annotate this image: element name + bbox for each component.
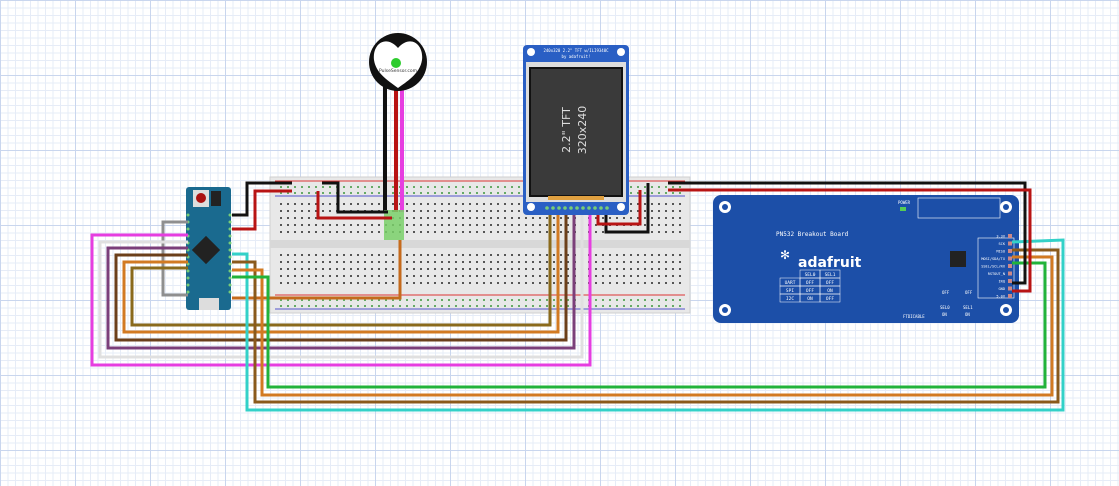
ftdi-label: FTDICABLE	[903, 314, 925, 319]
pn532-title: PN532 Breakout Board	[776, 231, 849, 238]
mode-table-cell: ON	[807, 296, 813, 302]
wire-white[interactable]	[98, 215, 584, 359]
mode-table-cell: UART	[785, 280, 796, 286]
wire-brown[interactable]	[114, 215, 568, 342]
wire-brown-miso[interactable]	[232, 248, 1060, 404]
tft-screen-resolution: 320x240	[576, 106, 589, 155]
wire-red-arduino-5v[interactable]	[232, 189, 292, 231]
wire-green-ssel[interactable]	[232, 261, 1047, 389]
sel1-on: ON	[965, 312, 970, 317]
mode-table-cell: OFF	[826, 280, 834, 286]
pn532-pin-label: 5.0V	[996, 295, 1005, 299]
wire-cyan-sck[interactable]	[232, 238, 1065, 412]
wire-black-pn532-gnd[interactable]	[668, 181, 1027, 285]
pulse-sensor: PulseSensor.com	[369, 33, 427, 240]
wire-red-pn532-5v[interactable]	[668, 188, 1032, 293]
sel0-label: SEL0	[940, 305, 950, 310]
mode-table-cell: I2C	[786, 296, 794, 302]
pn532-pin-label: MISO	[996, 250, 1005, 254]
pn532-pin-label: SSEL/SCL/RX	[981, 265, 1006, 269]
tft-header-title: 240x320 2.2" TFT w/ILI9340C	[543, 48, 609, 53]
sel1-label: SEL1	[963, 305, 973, 310]
wire-black-arduino-gnd[interactable]	[232, 181, 292, 217]
wire-orange-pulse[interactable]	[232, 240, 402, 300]
pn532-pin-label: IRQ	[999, 280, 1006, 284]
tft-screen-size: 2.2" TFT	[560, 107, 573, 153]
sel0-off: OFF	[942, 290, 950, 295]
wire-olive[interactable]	[130, 215, 552, 327]
mode-table-cell: SEL1	[825, 272, 836, 278]
wire-black-bb[interactable]	[322, 181, 388, 214]
wire-orange[interactable]	[122, 215, 560, 334]
arduino-micro	[186, 187, 232, 310]
svg-text:✻: ✻	[780, 248, 790, 262]
sel1-off: OFF	[965, 290, 973, 295]
mode-table-cell: OFF	[806, 280, 814, 286]
wire-orange-mosi[interactable]	[232, 255, 1054, 397]
sel0-on: ON	[942, 312, 947, 317]
wire-red-tft-vin[interactable]	[596, 190, 642, 226]
wire-magenta[interactable]	[90, 215, 592, 367]
tft-display: 240x320 2.2" TFT w/ILI9340C by adafruit!…	[523, 45, 629, 215]
wire-purple[interactable]	[106, 215, 576, 350]
wires	[90, 181, 1065, 412]
pn532-pin-label: MOSI/SDA/TX	[981, 257, 1006, 261]
wire-red-bb[interactable]	[316, 191, 392, 220]
mode-table-cell: SEL0	[805, 272, 816, 278]
adafruit-logo: adafruit	[798, 255, 862, 271]
pn532-pin-label: RSTOUT_N	[988, 272, 1005, 276]
pn532-board: PN532 Breakout Board ✻ adafruit POWER SE…	[713, 195, 1019, 323]
mode-table-cell: OFF	[826, 296, 834, 302]
tft-header-brand: by adafruit!	[562, 54, 591, 59]
pn532-pin-label: SCK	[999, 242, 1006, 246]
pn532-pin-label: 3.3V	[996, 235, 1005, 239]
wire-gray-loop[interactable]	[161, 220, 188, 297]
power-label: POWER	[898, 200, 911, 205]
mode-table-cell: SPI	[786, 288, 794, 294]
mode-table-cell: ON	[827, 288, 833, 294]
mode-table-cell: OFF	[806, 288, 814, 294]
pn532-pin-label: GND	[999, 287, 1006, 291]
pulse-sensor-brand: PulseSensor.com	[379, 68, 417, 74]
